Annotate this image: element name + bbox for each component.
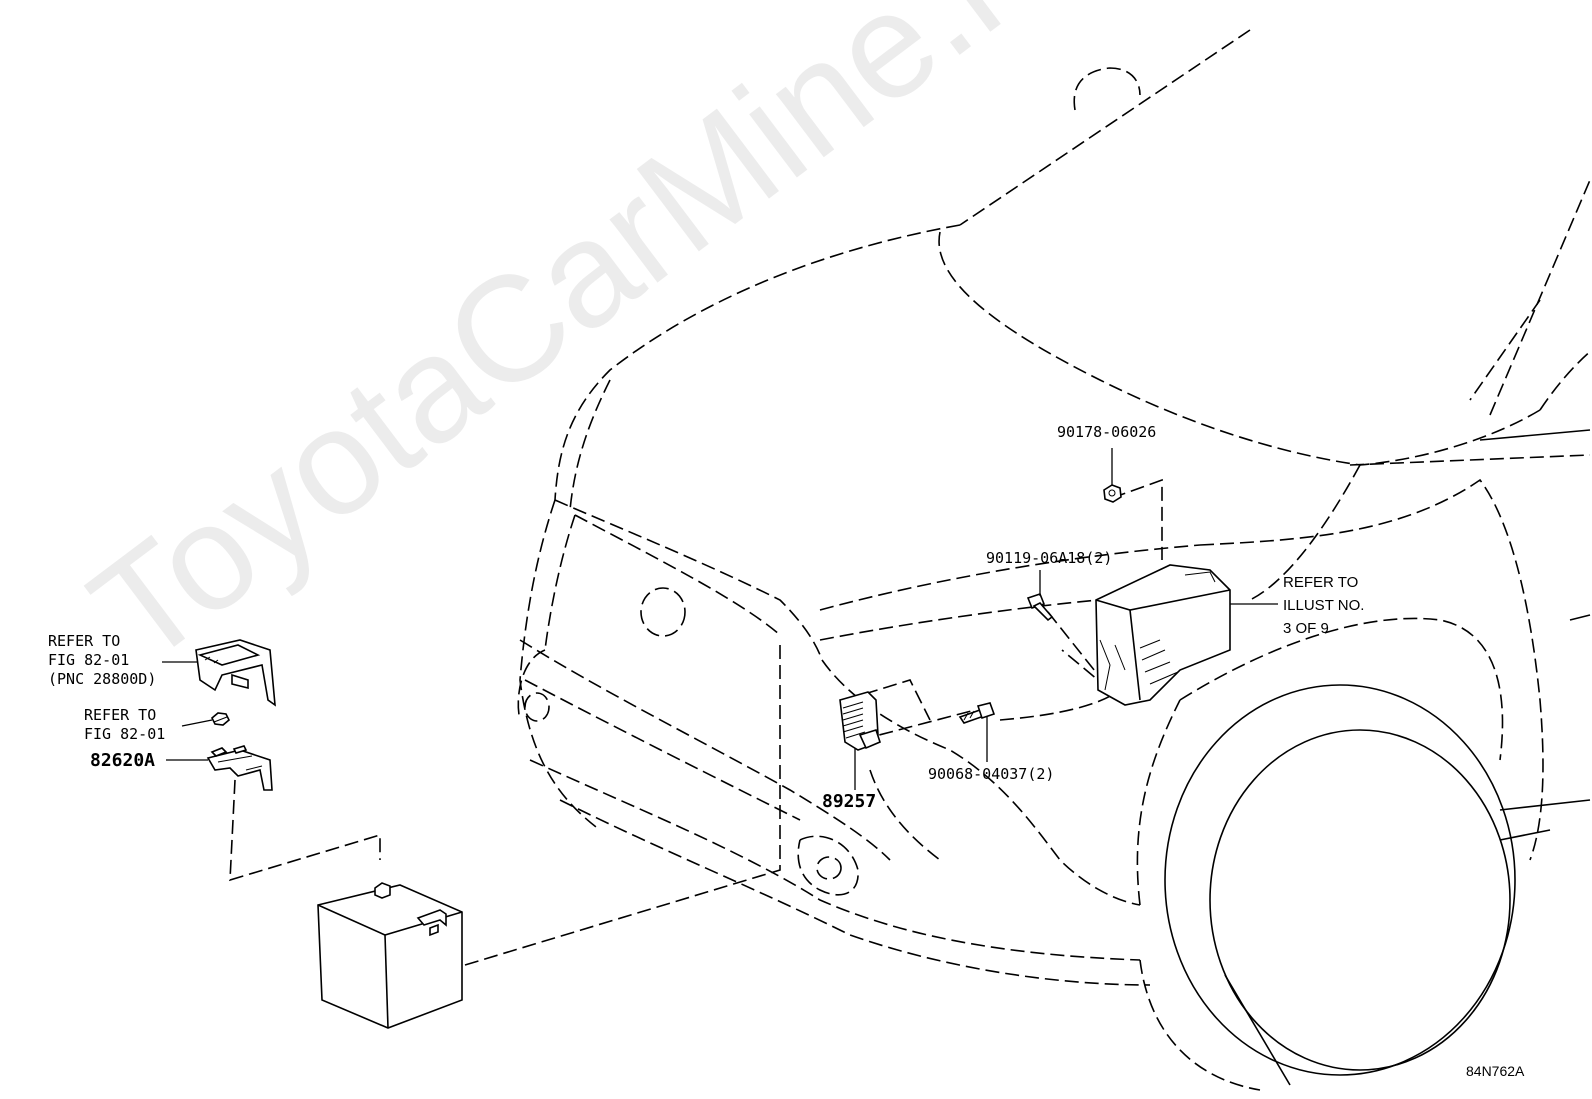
nut: [211, 712, 230, 726]
illustration-code: 84N762A: [1466, 1063, 1525, 1079]
label-refer-illust-3-of-9: REFER TO ILLUST NO. 3 OF 9: [1283, 574, 1365, 637]
label-part-90068-04037: 90068-04037(2): [928, 765, 1055, 783]
label-refer-fig-82-01: REFER TO FIG 82-01: [84, 706, 166, 743]
bracket-28800d: [195, 639, 276, 707]
vehicle-outline: [517, 29, 1592, 1091]
label-part-90119-06a18: 90119-06A18(2): [986, 549, 1113, 567]
sensor-89257: [839, 691, 881, 751]
battery-clamp-82620a: [206, 745, 273, 791]
label-refer-fig-pnc-28800d: REFER TO FIG 82-01 (PNC 28800D): [48, 632, 157, 688]
leader-lines: [162, 448, 1278, 790]
bolt-90119: [1026, 593, 1054, 622]
relay-block: [1095, 564, 1231, 706]
label-part-90178-06026: 90178-06026: [1057, 423, 1157, 441]
battery: [317, 882, 463, 1029]
bolt-90068: [958, 702, 996, 724]
label-part-89257: 89257: [822, 791, 877, 812]
label-part-82620a: 82620A: [90, 750, 156, 771]
nut-90178: [1103, 484, 1122, 503]
